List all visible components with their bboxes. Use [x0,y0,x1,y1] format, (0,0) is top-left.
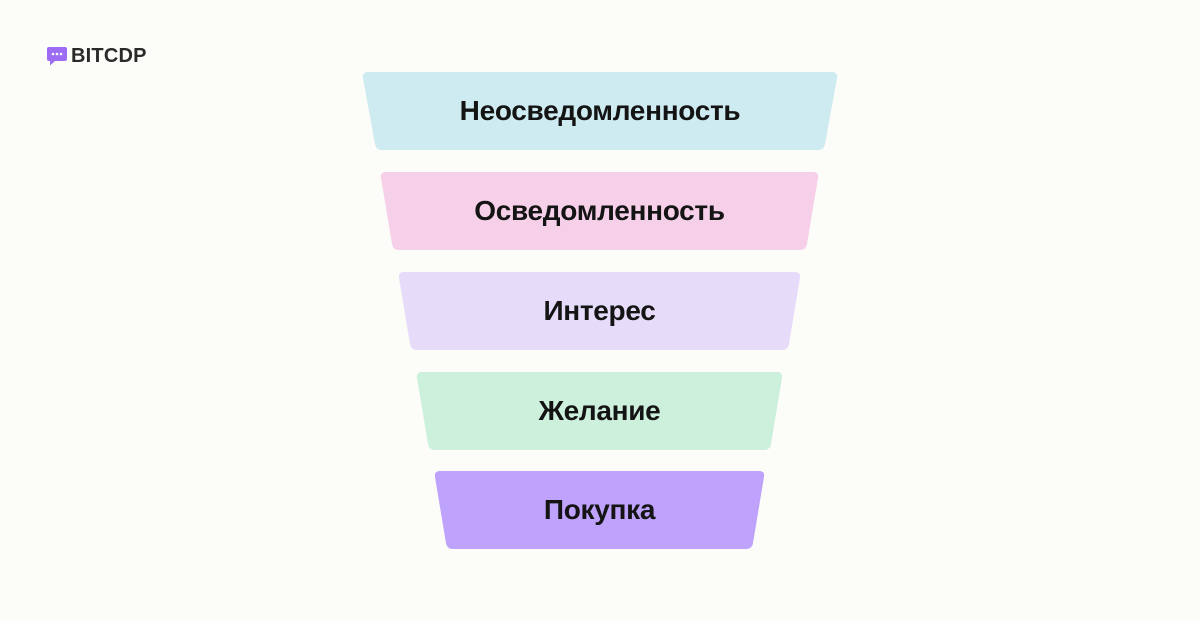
funnel-stage-shape [362,72,838,150]
funnel-stage-shape [434,471,765,549]
funnel-stage-awareness: Осведомленность [380,172,819,250]
funnel-stage-label: Интерес [543,295,656,326]
funnel-stage-label: Покупка [543,494,656,525]
funnel-stage-shape [398,272,801,350]
funnel-stage-purchase: Покупка [434,471,765,549]
funnel-stage-label: Осведомленность [474,195,725,226]
funnel-stage-label: Желание [538,395,661,426]
brand-logo: BITCDP [46,45,147,67]
chat-bubble-icon [47,47,67,66]
funnel-stage-desire: Желание [416,372,783,450]
funnel-stage-label: Неосведомленность [459,95,741,126]
brand-name: BITCDP [71,45,147,67]
funnel-stage-shape [380,172,819,250]
funnel-stage-interest: Интерес [398,272,801,350]
funnel-stage-unawareness: Неосведомленность [362,72,838,150]
funnel-stage-shape [416,372,783,450]
